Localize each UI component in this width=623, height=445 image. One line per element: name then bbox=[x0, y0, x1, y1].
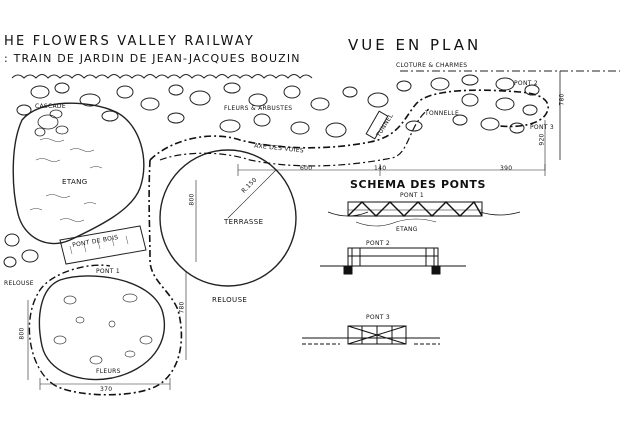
label-relouse-left: RELOUSE bbox=[4, 280, 34, 287]
track-upper bbox=[149, 89, 549, 161]
terrace-circle bbox=[159, 149, 297, 287]
label-pont-2-schema: PONT 2 bbox=[366, 240, 391, 247]
dim-780-right: 780 bbox=[558, 93, 566, 106]
label-fleurs-bottom: FLEURS bbox=[96, 368, 121, 375]
label-relouse-center: RELOUSE bbox=[212, 296, 248, 304]
label-etang-small: ETANG bbox=[396, 226, 418, 233]
label-cascade: CASCADE bbox=[35, 103, 66, 110]
flower-bed-bottom bbox=[38, 275, 166, 381]
title-line-1: HE FLOWERS VALLEY RAILWAY bbox=[4, 34, 256, 49]
track-inner bbox=[159, 107, 431, 167]
hedge-bushes bbox=[3, 74, 540, 268]
dim-370: 370 bbox=[100, 386, 113, 393]
label-terrasse: TERRASSE bbox=[224, 218, 264, 226]
cascade-rocks bbox=[34, 109, 69, 137]
pond-outline bbox=[12, 102, 145, 245]
pond-water bbox=[29, 138, 103, 222]
dim-920: 920 bbox=[538, 133, 546, 146]
dimension-lines bbox=[27, 120, 546, 390]
bridge-pont-1-schema bbox=[327, 200, 521, 227]
tunnel-box bbox=[365, 110, 389, 140]
dim-800: 800 bbox=[188, 193, 196, 206]
label-fleurs-arbustes: FLEURS & ARBUSTES bbox=[224, 105, 293, 112]
pont-de-bois bbox=[59, 225, 147, 265]
label-pont-3-schema: PONT 3 bbox=[366, 314, 391, 321]
label-pont-2: PONT 2 bbox=[514, 80, 539, 87]
bridge-pont-2-schema bbox=[320, 247, 466, 275]
label-pont-3: PONT 3 bbox=[530, 124, 555, 131]
dim-140: 140 bbox=[374, 165, 387, 172]
dim-390: 390 bbox=[500, 165, 513, 172]
label-tonnelle: TONNELLE bbox=[425, 110, 460, 117]
title-line-2: : TRAIN DE JARDIN DE JEAN-JACQUES BOUZIN bbox=[4, 52, 301, 65]
bridges-title: SCHEMA DES PONTS bbox=[350, 178, 487, 191]
label-pont-1: PONT 1 bbox=[96, 268, 121, 275]
radius-line bbox=[227, 169, 277, 219]
label-pont-1-schema: PONT 1 bbox=[400, 192, 425, 199]
track-lower bbox=[55, 159, 183, 396]
dim-800-left: 800 bbox=[18, 327, 26, 340]
view-title: VUE EN PLAN bbox=[348, 36, 482, 54]
label-etang: ETANG bbox=[62, 178, 88, 186]
bridge-pont-3-schema bbox=[302, 325, 440, 345]
label-cloture: CLOTURE & CHARMES bbox=[396, 62, 468, 69]
dim-600: 600 bbox=[300, 165, 313, 172]
dim-780-bottom: 780 bbox=[178, 301, 186, 314]
